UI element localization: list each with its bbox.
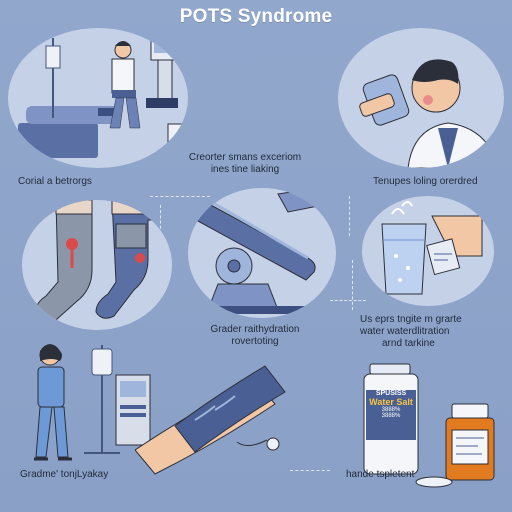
drinking-water-illustration: [338, 28, 504, 168]
connector-line: [352, 260, 353, 310]
water-glass-illustration: [362, 196, 494, 306]
salt-sub1: 3888%: [381, 407, 401, 413]
caption-water-line1: Us eprs tngite m grarte: [360, 314, 462, 325]
connector-line: [150, 196, 210, 197]
tilt-table-illustration: [188, 188, 336, 318]
caption-exam: Corial a betrorgs: [18, 176, 92, 187]
page-title: POTS Syndrome: [179, 6, 333, 27]
caption-center-top-line1: Creorter smans exceriom: [188, 152, 302, 163]
connector-line: [290, 470, 330, 471]
salt-name: Water Salt: [369, 397, 413, 407]
connector-line: [349, 196, 350, 236]
exam-room-illustration: [8, 28, 188, 168]
pill-bottles-illustration: [363, 363, 495, 488]
socks-scene: [35, 200, 153, 323]
caption-center-bottom-line2: rovertoting: [231, 336, 279, 347]
water-glass-scene: [381, 201, 483, 295]
caption-center-top: Creorter smans exceriom ines tine liakin…: [160, 152, 330, 176]
caption-drinking: Tenupes loling orerdred: [373, 176, 478, 187]
salt-sub2: 3888%: [381, 413, 401, 419]
caption-center-bottom: Grader raithydration rovertoting: [170, 324, 340, 348]
salt-label: SPUSISS Water Salt 3888% 3888%: [366, 390, 416, 419]
connector-line: [330, 300, 366, 301]
blood-pressure-cuff-illustration: [135, 365, 286, 475]
exam-room-scene: [18, 38, 187, 158]
caption-water-line2: water waterdlitration: [360, 326, 450, 337]
caption-center-top-line2: ines tine liaking: [210, 164, 280, 175]
caption-pills: hande tspletent: [346, 469, 415, 480]
caption-nurse: Gradme' tonjLyakay: [20, 469, 109, 480]
drinking-scene: [359, 59, 499, 168]
compression-socks-illustration: [22, 200, 172, 330]
nurse-iv-illustration: [34, 344, 151, 461]
salt-brand: SPUSISS: [375, 390, 407, 397]
caption-center-bottom-line1: Grader raithydration: [210, 324, 300, 335]
caption-water: Us eprs tngite m grarte water waterdlitr…: [360, 314, 462, 350]
caption-water-line3: arnd tarkine: [382, 338, 435, 349]
tilt-table-scene: [192, 188, 329, 314]
